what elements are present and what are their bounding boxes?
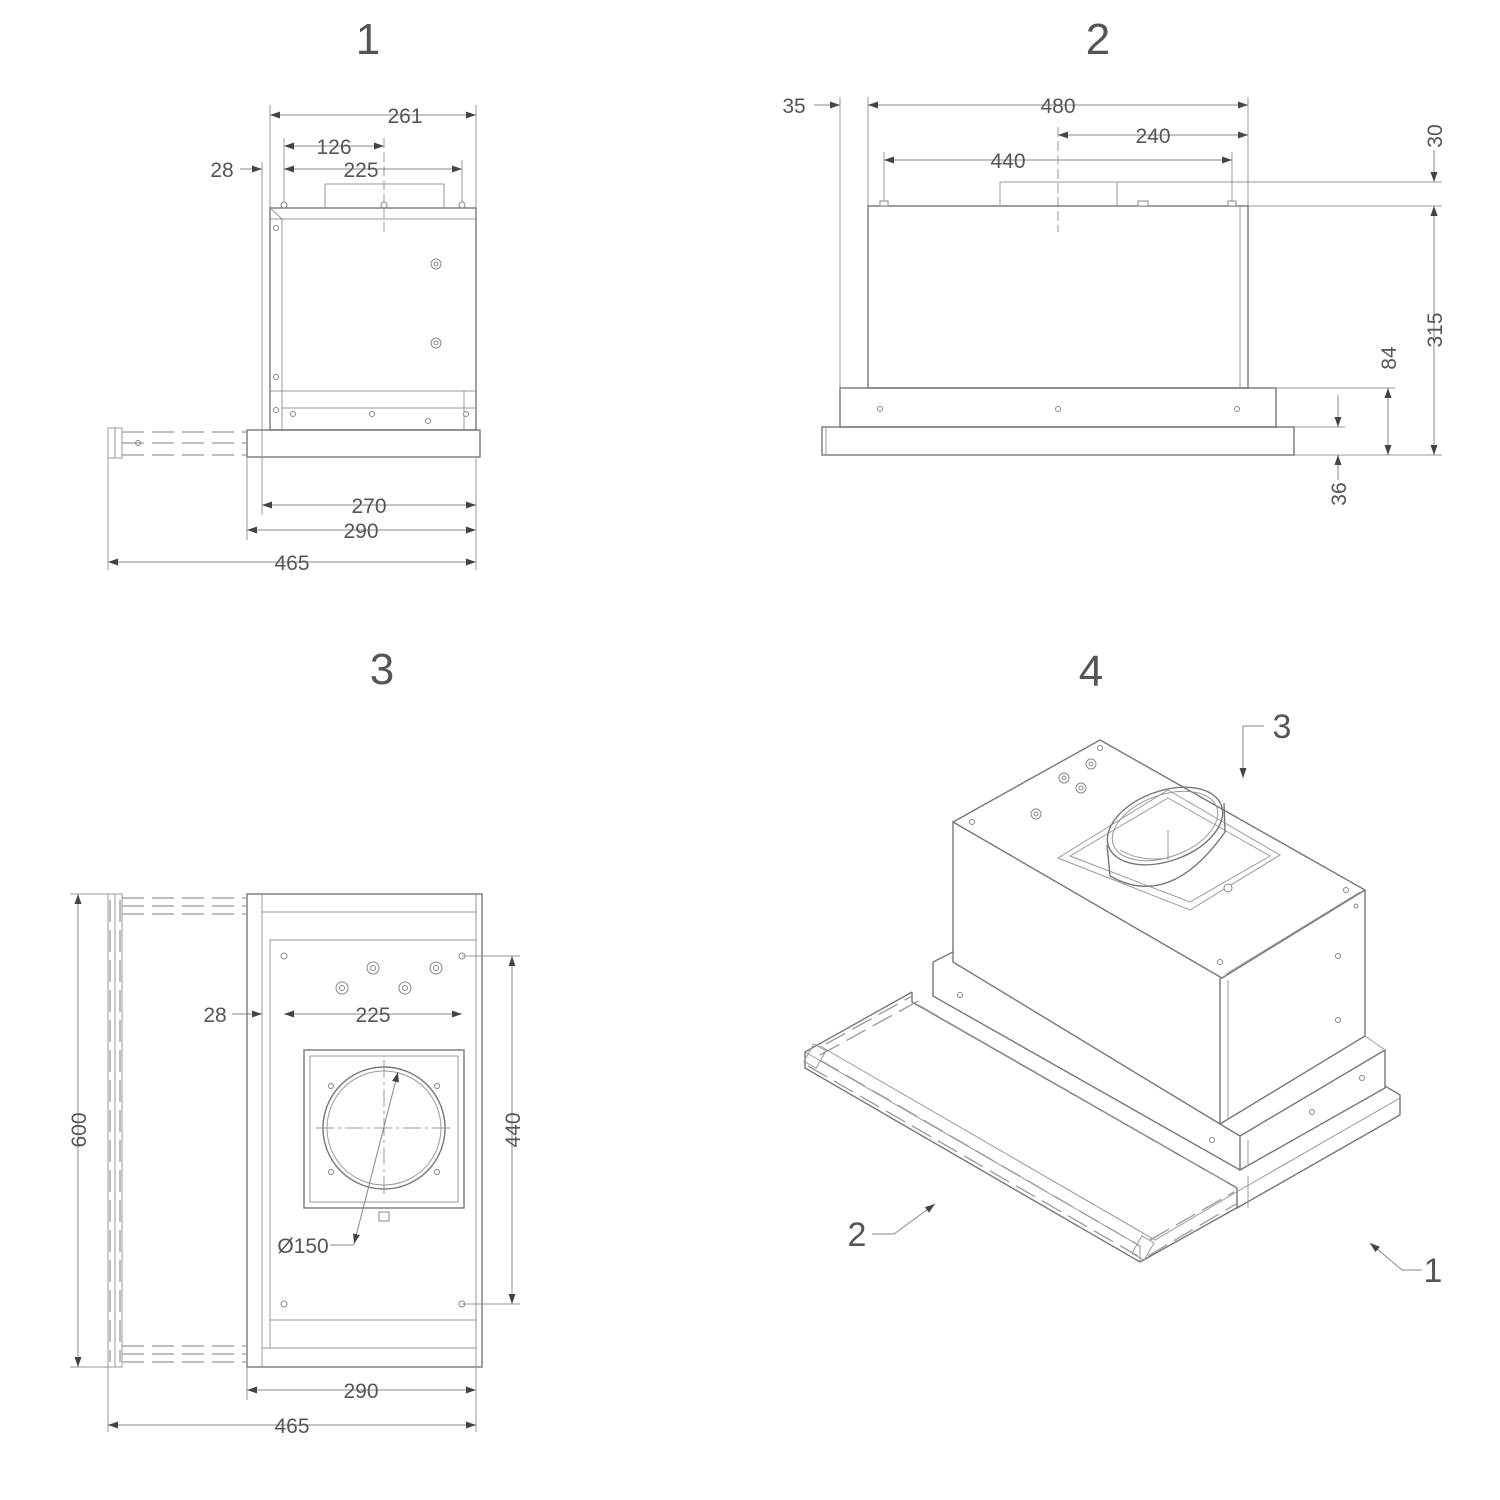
dim-480: 480: [1040, 95, 1075, 118]
dim-84: 84: [1378, 346, 1401, 370]
view-2-title: 2: [1086, 15, 1110, 64]
dim-30: 30: [1424, 124, 1447, 147]
dim-465: 465: [274, 552, 309, 575]
dim-28: 28: [210, 159, 233, 182]
view-4-isometric: 4: [803, 647, 1443, 1290]
dim-600: 600: [68, 1112, 91, 1147]
dim-36: 36: [1328, 482, 1351, 505]
dim-290-top: 290: [343, 1380, 378, 1403]
view-2-front: 2 35 480 240 440: [782, 15, 1447, 506]
callout-1: 1: [1424, 1252, 1443, 1290]
dim-261: 261: [387, 105, 422, 128]
dim-465-top: 465: [274, 1415, 309, 1438]
view-3-top: 3: [68, 645, 525, 1438]
dim-290: 290: [343, 520, 378, 543]
dim-28-top: 28: [203, 1004, 226, 1027]
callout-3: 3: [1273, 708, 1292, 746]
dim-240: 240: [1135, 125, 1170, 148]
dim-35: 35: [782, 95, 805, 118]
dim-225-top: 225: [355, 1004, 390, 1027]
view-3-title: 3: [370, 645, 394, 694]
view-4-title: 4: [1079, 647, 1103, 696]
dim-440: 440: [990, 150, 1025, 173]
dim-440-top: 440: [502, 1112, 525, 1147]
dim-diameter-150: Ø150: [277, 1235, 328, 1258]
dim-225: 225: [343, 159, 378, 182]
view-1-side: 1: [107, 15, 481, 575]
dim-270: 270: [351, 495, 386, 518]
dim-315: 315: [1424, 312, 1447, 347]
dim-126: 126: [316, 136, 351, 159]
view-1-title: 1: [356, 15, 380, 64]
callout-2: 2: [848, 1216, 867, 1254]
